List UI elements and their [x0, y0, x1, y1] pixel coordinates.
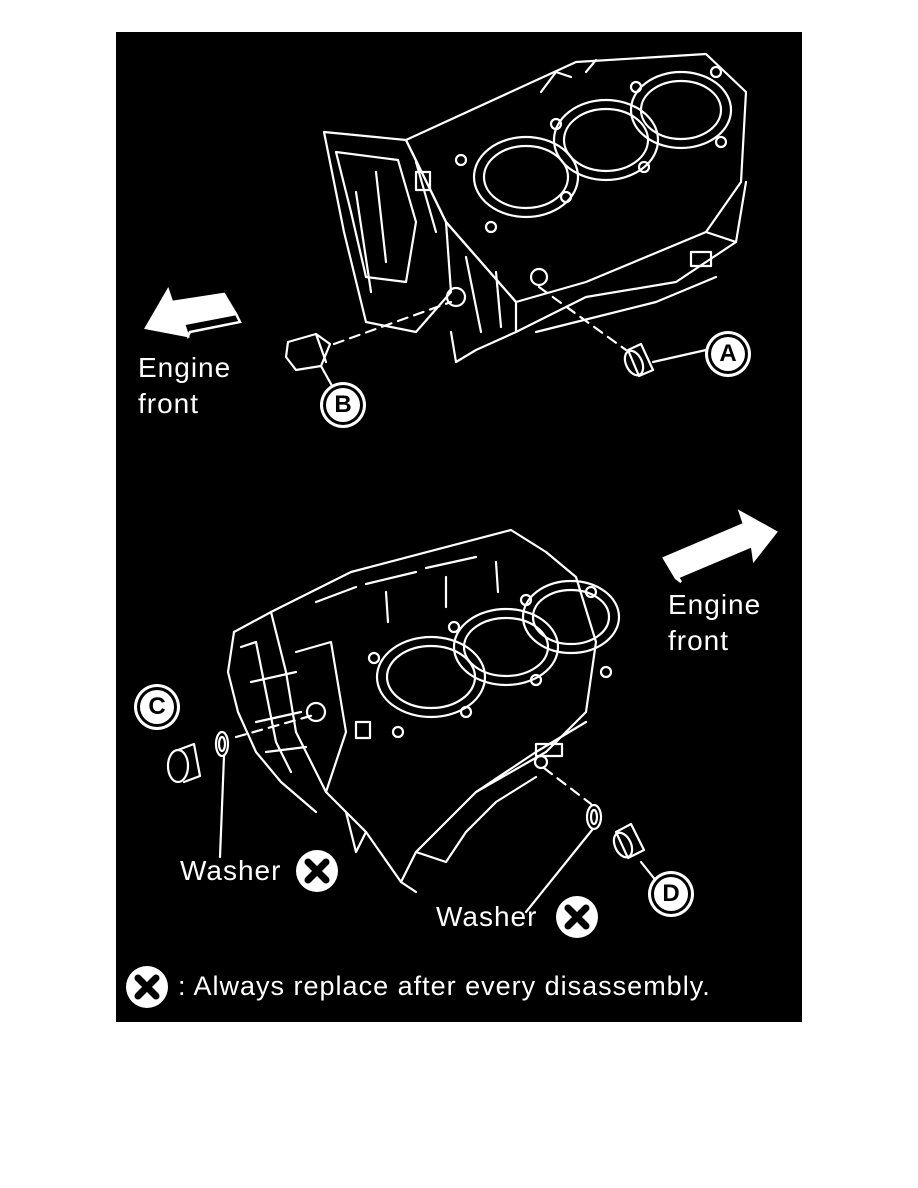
plug-a	[537, 285, 708, 378]
plug-b	[284, 300, 453, 404]
arrow-left-icon	[144, 286, 242, 340]
callout-d: D	[654, 877, 688, 911]
front-word: front	[668, 625, 730, 656]
callout-a: A	[711, 337, 745, 371]
callout-b: B	[326, 388, 360, 422]
arrow-right-icon	[662, 509, 778, 583]
plug-d	[524, 766, 663, 914]
top-engine-front-label: Engine front	[138, 350, 231, 422]
bottom-engine-front-label: Engine front	[668, 587, 761, 659]
legend-replace-x-icon	[126, 966, 168, 1008]
washer-label-right: Washer	[436, 901, 538, 932]
replace-x-icon	[556, 896, 598, 938]
engine-word: Engine	[668, 589, 762, 620]
callout-c: C	[140, 690, 174, 724]
top-engine-block	[322, 52, 748, 364]
replace-x-icon	[296, 850, 338, 892]
engine-word: Engine	[138, 352, 232, 383]
plug-c	[166, 713, 316, 859]
washer-label-left: Washer	[180, 855, 282, 886]
engine-block-diagram: Engine front A B Engine front C D Washer…	[116, 32, 802, 1022]
legend-text: : Always replace after every disassembly…	[178, 971, 711, 1001]
bottom-engine-block	[226, 528, 621, 894]
diagram-drawing	[144, 52, 778, 914]
front-word: front	[138, 388, 200, 419]
